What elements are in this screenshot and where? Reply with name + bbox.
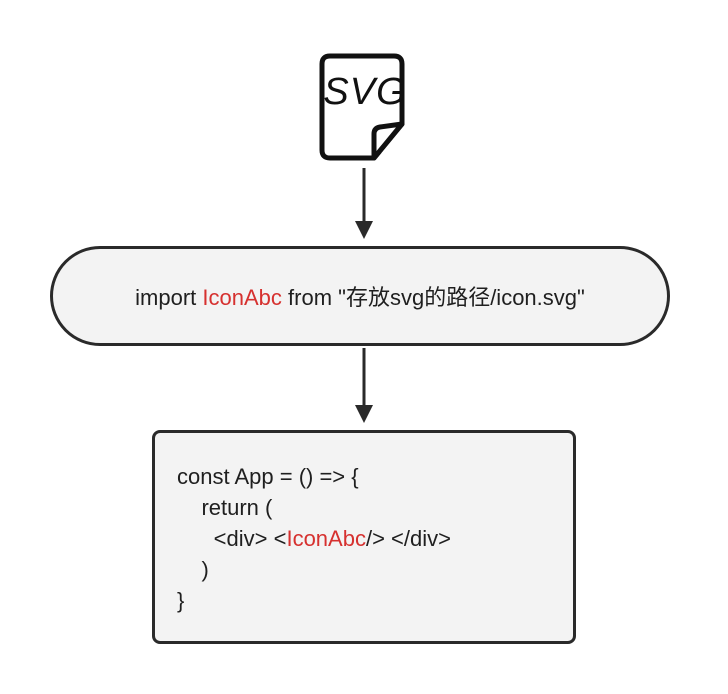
code-line-3: <div> <IconAbc/> </div> bbox=[177, 523, 573, 554]
code-line-3-component: IconAbc bbox=[286, 526, 366, 551]
svg-icon-label: SVG bbox=[323, 71, 407, 113]
import-keyword: import bbox=[135, 285, 203, 310]
svg-file-icon-graphic bbox=[319, 53, 405, 161]
code-line-2: return ( bbox=[177, 495, 273, 520]
code-line-5: } bbox=[177, 588, 185, 613]
code-line-1: const App = () => { bbox=[177, 464, 359, 489]
usage-code-node: const App = () => { return ( <div> <Icon… bbox=[152, 430, 576, 644]
code-line-3-suffix: /> </div> bbox=[365, 526, 451, 551]
import-statement-text: import IconAbc from "存放svg的路径/icon.svg" bbox=[135, 280, 585, 312]
import-source-path: from "存放svg的路径/icon.svg" bbox=[281, 285, 585, 310]
import-component-name: IconAbc bbox=[202, 285, 282, 310]
import-statement-node: import IconAbc from "存放svg的路径/icon.svg" bbox=[50, 246, 670, 346]
code-line-3-prefix: <div> < bbox=[177, 526, 287, 551]
code-line-4: ) bbox=[177, 557, 209, 582]
svg-file-icon bbox=[312, 50, 412, 166]
